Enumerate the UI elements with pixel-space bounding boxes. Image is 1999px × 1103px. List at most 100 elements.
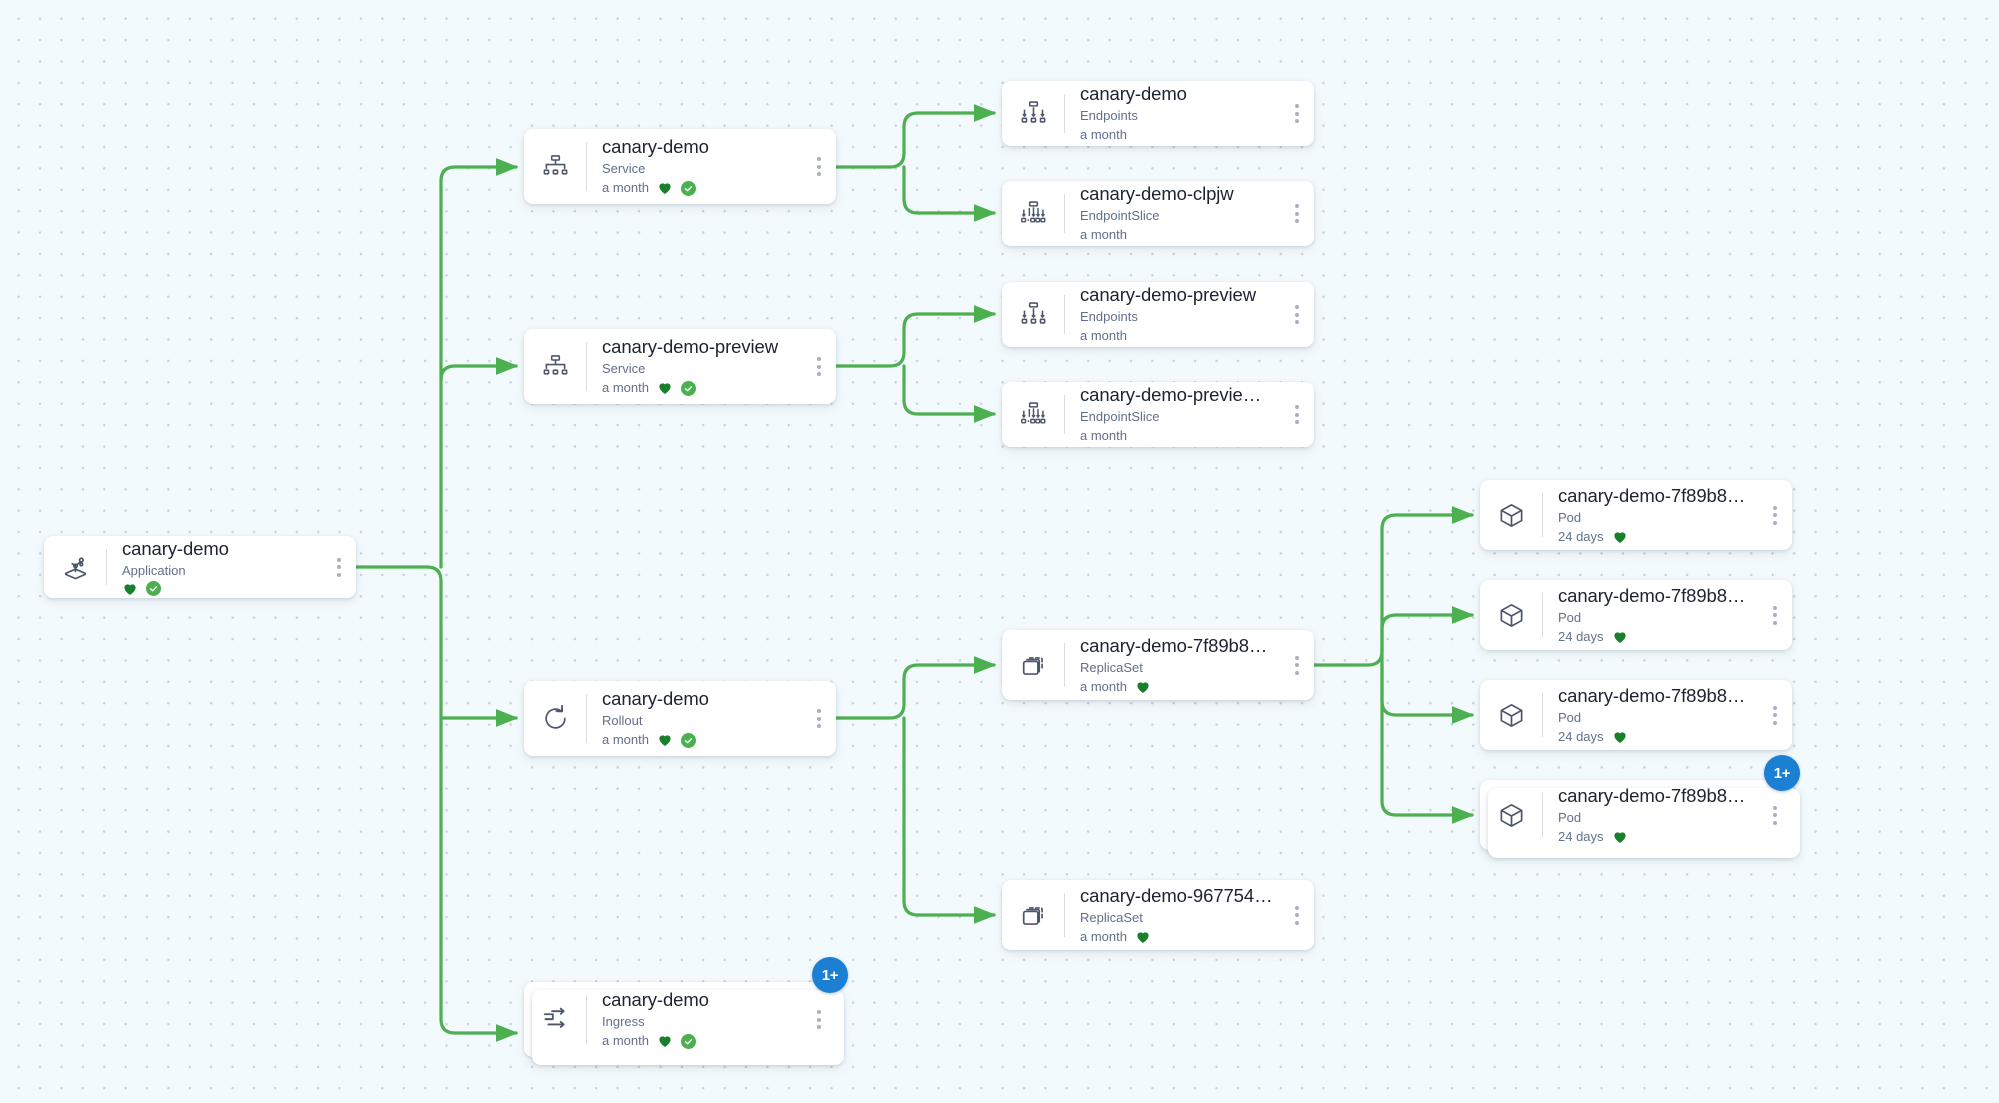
node-menu-button[interactable] [802, 129, 836, 204]
node-title: canary-demo-7f89b8b97... [1558, 584, 1752, 606]
node-title: canary-demo [122, 537, 229, 559]
node-kind: Rollout [602, 713, 643, 728]
rollout-icon [524, 681, 586, 756]
replicaset-icon [1002, 630, 1064, 700]
node-meta: 24 days [1558, 828, 1752, 846]
node-meta: a month [1080, 928, 1274, 946]
node-age: a month [1080, 127, 1127, 142]
sync-status-icon [680, 180, 696, 196]
node-kind: ReplicaSet [1080, 909, 1143, 925]
node-kind: EndpointSlice [1080, 208, 1160, 223]
endpoints-icon [1002, 282, 1064, 347]
node-kind: EndpointSlice [1080, 409, 1160, 424]
node-menu-button[interactable] [1280, 630, 1314, 700]
node-divider [586, 995, 587, 1044]
node-title: canary-demo-7f89b8b97... [1558, 684, 1752, 706]
endpointslice-icon [1002, 181, 1064, 246]
health-status-icon [1612, 529, 1628, 545]
node-menu-button[interactable] [1280, 382, 1314, 447]
node-kind: Endpoints [1080, 309, 1138, 324]
node-age: a month [602, 180, 649, 195]
node-meta: a month [1080, 327, 1274, 345]
node-menu-button[interactable] [1280, 880, 1314, 950]
sync-status-icon [680, 1033, 696, 1049]
sync-status-icon [680, 380, 696, 396]
node-body: canary-demo-7f89b8b97... Pod 24 days [1543, 485, 1758, 546]
health-status-icon [657, 732, 673, 748]
count-badge-badge-ingress[interactable]: 1+ [812, 957, 848, 993]
pod-icon [1480, 580, 1542, 650]
node-menu-button[interactable] [1758, 480, 1792, 550]
node-title: canary-demo-7f89b8b97... [1558, 484, 1752, 506]
node-meta: a month [1080, 226, 1274, 244]
node-divider [1064, 893, 1065, 937]
node-divider [1064, 295, 1065, 334]
service-icon [524, 329, 586, 404]
node-kind: Pod [1558, 709, 1582, 725]
node-title: canary-demo-preview-v... [1080, 384, 1274, 405]
node-kind: Pod [1558, 509, 1582, 525]
node-divider [586, 142, 587, 191]
node-meta: a month [1080, 678, 1274, 696]
node-menu-button[interactable] [1280, 181, 1314, 246]
application-icon [44, 536, 106, 598]
node-menu-button[interactable] [802, 982, 836, 1057]
resource-node-eps-preview[interactable]: canary-demo-preview-v... EndpointSlice a m… [1002, 382, 1314, 447]
node-title: canary-demo-7f89b8b978 [1080, 634, 1274, 656]
node-title: canary-demo [602, 989, 709, 1010]
node-menu-button[interactable] [1280, 81, 1314, 146]
health-status-icon [1612, 729, 1628, 745]
health-status-icon [657, 1033, 673, 1049]
node-divider [586, 694, 587, 743]
node-title: canary-demo-clpjw [1080, 183, 1234, 204]
count-badge-badge-pods[interactable]: 1+ [1764, 755, 1800, 791]
node-menu-button[interactable] [1280, 282, 1314, 347]
node-title: canary-demo-preview [1080, 284, 1256, 305]
pod-icon [1480, 780, 1542, 850]
node-menu-button[interactable] [802, 329, 836, 404]
health-status-icon [1612, 629, 1628, 645]
node-divider [106, 549, 107, 585]
node-divider [1064, 395, 1065, 434]
node-title: canary-demo-967754b4c [1080, 884, 1274, 906]
node-age: 24 days [1558, 728, 1604, 744]
node-kind: Ingress [602, 1014, 645, 1029]
service-icon [524, 129, 586, 204]
node-menu-button[interactable] [1758, 680, 1792, 750]
node-menu-button[interactable] [1758, 580, 1792, 650]
node-kind: Endpoints [1080, 108, 1138, 123]
node-menu-button[interactable] [1758, 780, 1792, 850]
health-status-icon [1135, 679, 1151, 695]
resource-node-pod-3[interactable]: canary-demo-7f89b8b97... Pod 24 days [1480, 680, 1792, 750]
resource-node-pod-1[interactable]: canary-demo-7f89b8b97... Pod 24 days [1480, 480, 1792, 550]
node-menu-button[interactable] [802, 681, 836, 756]
health-status-icon [657, 380, 673, 396]
health-status-icon [1612, 829, 1628, 845]
node-body: canary-demo-preview-v... EndpointSlice a m… [1065, 384, 1280, 445]
node-menu-button[interactable] [322, 536, 356, 598]
sync-status-icon [146, 581, 161, 596]
node-age: 24 days [1558, 528, 1604, 544]
node-meta: a month [1080, 427, 1274, 445]
